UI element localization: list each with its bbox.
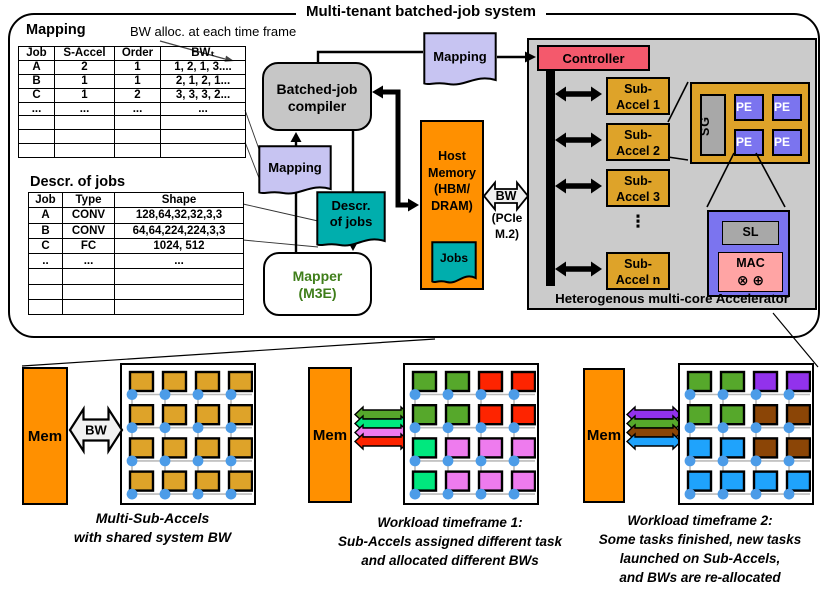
jobs-section-label: Descr. of jobs (30, 174, 126, 190)
pe-box: PE (772, 129, 802, 156)
sg-label: SG (698, 115, 713, 137)
sub-accel-3-box: Sub- Accel 3 (606, 169, 670, 207)
bus-bar (545, 71, 555, 286)
caption-diagram-3: Workload timeframe 2: Some tasks finishe… (598, 513, 802, 585)
mem-box-2: Mem (308, 367, 352, 503)
pe-box: PE (772, 94, 802, 121)
sub-accel-n-box: Sub- Accel n (606, 252, 670, 290)
pe-box: PE (734, 94, 764, 121)
jobs-doc: Jobs (431, 241, 477, 286)
caption-diagram-1: Multi-Sub-Accels with shared system BW (73, 510, 232, 545)
accel-grid-1 (120, 363, 256, 505)
pe-box: PE (734, 129, 764, 156)
bw-label: BW (85, 423, 107, 438)
mapping-doc-top: Mapping (423, 32, 497, 88)
mapping-doc-top-label: Mapping (433, 49, 487, 64)
batched-job-compiler-box: Batched-job compiler (262, 62, 372, 131)
mesh-grid (684, 370, 812, 500)
mapper-label: Mapper (M3E) (292, 268, 343, 301)
sl-box: SL (722, 221, 779, 245)
pcie-label: (PCIe M.2) (491, 211, 523, 241)
controller-box: Controller (537, 45, 650, 71)
sub-accel-2-box: Sub- Accel 2 (606, 123, 670, 161)
mapping-doc-label: Mapping (268, 160, 322, 175)
descr-of-jobs-doc: Descr. of jobs (316, 191, 386, 249)
sg-box: SG (698, 94, 726, 156)
document-shape-icon (316, 191, 386, 247)
bw-arrow-stack-2 (625, 405, 683, 451)
mapping-doc-mid: Mapping (258, 145, 332, 197)
pe-detail-box: SL MAC ⊗ ⊕ (707, 210, 790, 297)
mapping-section-label: Mapping (26, 22, 86, 38)
mac-box: MAC ⊗ ⊕ (718, 252, 783, 292)
document-shape-icon (423, 32, 497, 86)
figure-title: Multi-tenant batched-job system (296, 3, 547, 20)
mem-box-1: Mem (22, 367, 68, 505)
mesh-grid (126, 370, 254, 500)
sub-accel-ellipsis: ⋮ (629, 212, 647, 231)
accelerator-caption: Heterogenous multi-core Accelerator (555, 291, 789, 306)
mac-operators: ⊗ ⊕ (736, 272, 765, 288)
mapper-box: Mapper (M3E) (263, 252, 372, 316)
jobs-doc-label: Jobs (439, 251, 468, 265)
mem-bw-arrow-1: BW (68, 405, 124, 455)
batched-job-compiler-label: Batched-job compiler (276, 81, 358, 114)
sub-accel-detail-box: SG PE PE PE PE (690, 82, 810, 164)
mesh-grid (409, 370, 537, 500)
accelerator-box: Controller Sub- Accel 1 Sub- Accel 2 Sub… (527, 38, 817, 310)
zoomout-line-left (21, 338, 436, 367)
host-memory-label: Host Memory (HBM/ DRAM) (428, 149, 476, 213)
bw-alloc-note: BW alloc. at each time frame (130, 24, 297, 39)
host-memory-box: Host Memory (HBM/ DRAM) Jobs (420, 120, 484, 290)
document-shape-icon (431, 241, 477, 284)
accel-grid-3 (678, 363, 814, 505)
caption-diagram-2: Workload timeframe 1: Sub-Accels assigne… (337, 515, 563, 568)
mac-label: MAC (736, 256, 765, 270)
descr-of-jobs-doc-label: Descr. of jobs (329, 198, 373, 229)
accel-grid-2 (403, 363, 539, 505)
mem-box-3: Mem (583, 368, 625, 503)
sub-accel-1-box: Sub- Accel 1 (606, 77, 670, 115)
bw-arrow-stack-1 (353, 405, 411, 451)
